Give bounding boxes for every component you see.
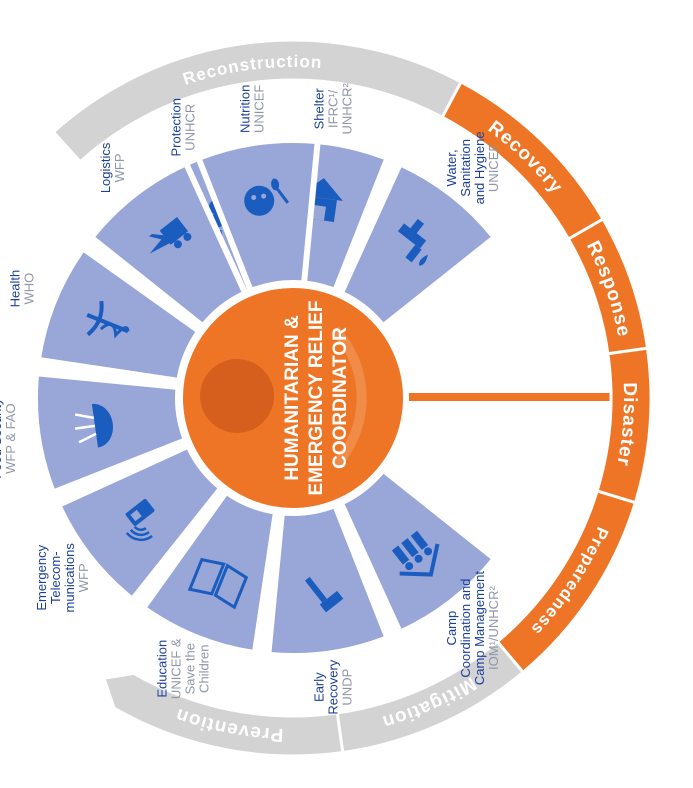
cluster-name: Emergency: [34, 544, 49, 610]
coordinator-hub: HUMANITARIAN & EMERGENCY RELIEF COORDINA…: [177, 282, 409, 514]
cycle-arc-prevention: [102, 671, 345, 758]
water-tap-icon: [397, 218, 428, 266]
cluster-agency: UNICEF: [251, 85, 266, 133]
cluster-name: and Hygiene: [472, 131, 487, 204]
cycle-arc-preparedness: [489, 489, 638, 674]
cluster-agency: UNHCR: [183, 104, 198, 151]
cluster-agency: WFP & FAO: [3, 403, 18, 474]
wheat-bowl-icon: [74, 403, 114, 448]
coordinator-line-3: COORDINATOR: [330, 327, 351, 469]
coordinator-line-2: EMERGENCY RELIEF: [306, 301, 327, 496]
cluster-name: Early: [312, 672, 327, 702]
cluster-name: Coordination and: [458, 579, 473, 678]
cluster-agency: WFP: [112, 153, 127, 182]
cluster-name: Camp Management: [472, 571, 487, 686]
cluster-name: Shelter: [312, 88, 327, 130]
cluster-agency: UNICEF: [486, 144, 501, 192]
cluster-agency: IFRC¹/: [326, 89, 341, 128]
family-shelter-icon: [391, 530, 440, 577]
cluster-name: Protection: [169, 98, 184, 157]
cluster-name: Recovery: [326, 659, 341, 714]
cluster-name: Food Security: [0, 398, 4, 479]
cluster-wheel: [32, 137, 500, 659]
caduceus-icon: [86, 300, 130, 339]
cluster-agency: UNDP: [340, 669, 355, 706]
cluster-agency: UNICEF &: [169, 638, 184, 699]
coordinator-line-1: HUMANITARIAN &: [282, 315, 303, 481]
truck-plane-icon: [148, 217, 192, 254]
nutrition-face-icon: [244, 178, 289, 216]
cluster-agency: UNHCR²: [340, 83, 355, 135]
coordinator-arc-decoration: [331, 326, 367, 470]
cluster-name: Education: [155, 640, 170, 698]
cluster-name: Logistics: [98, 142, 113, 193]
book-icon: [187, 557, 249, 610]
coordinator-inner-disc: [200, 359, 274, 433]
cluster-agency: WHO: [21, 273, 36, 305]
cluster-name: Water,: [444, 149, 459, 186]
cluster-agency: Children: [197, 645, 212, 693]
cluster-name: Sanitation: [458, 139, 473, 197]
cluster-agency: IOM¹/UNHCR²: [486, 586, 501, 670]
radio-phone-icon: [125, 498, 155, 542]
hammer-icon: [304, 576, 344, 613]
cluster-name: munications: [62, 543, 77, 613]
cluster-name: Camp: [444, 611, 459, 646]
cluster-agency: WFP: [76, 563, 91, 592]
cluster-name: Telecom-: [48, 551, 63, 604]
cluster-name: Nutrition: [237, 85, 252, 133]
cluster-agency: Save the: [183, 643, 198, 694]
cluster-name: Health: [7, 270, 22, 308]
cycle-ring: ReconstructionRecoveryResponseDisasterPr…: [51, 38, 653, 758]
